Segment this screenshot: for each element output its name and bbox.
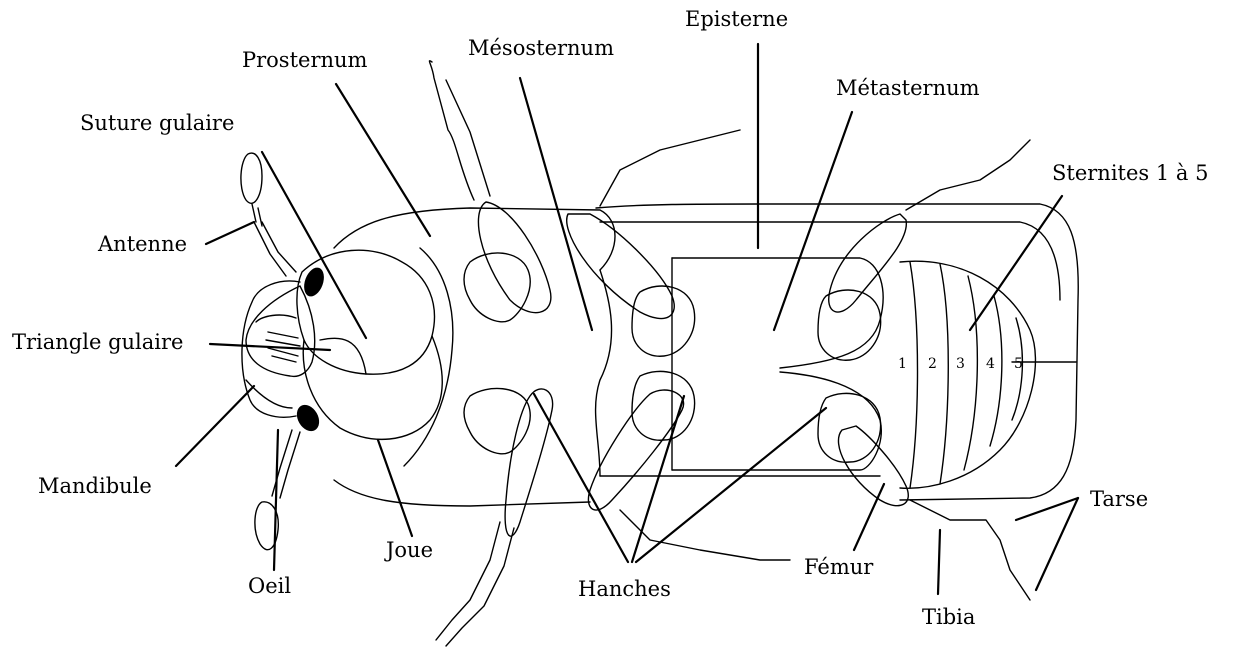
- antenna-upper: [241, 153, 296, 276]
- leader-hanches-3: [636, 408, 826, 562]
- labels: Episterne Mésosternum Prosternum Métaste…: [12, 7, 1208, 629]
- label-triangle-gulaire: Triangle gulaire: [12, 330, 183, 354]
- label-joue: Joue: [384, 538, 433, 562]
- label-oeil: Oeil: [248, 574, 291, 598]
- label-tarse: Tarse: [1090, 487, 1148, 511]
- sternite-number-5: 5: [1014, 356, 1023, 372]
- sternite-number-3: 3: [956, 356, 965, 372]
- leader-mesosternum: [520, 78, 592, 330]
- leader-femur: [854, 484, 884, 550]
- label-suture-gulaire: Suture gulaire: [80, 111, 234, 135]
- leader-mandibule: [176, 386, 254, 466]
- front-leg-upper: [429, 61, 550, 313]
- elytra-outline: [596, 204, 1078, 500]
- sternite-number-4: 4: [986, 356, 995, 372]
- leader-antenne: [206, 222, 254, 244]
- label-tibia: Tibia: [922, 605, 975, 629]
- label-hanches: Hanches: [578, 577, 671, 601]
- label-episterne: Episterne: [685, 7, 788, 31]
- leader-suture-gulaire: [262, 152, 366, 338]
- leader-oeil: [274, 430, 278, 570]
- front-leg-lower: [436, 389, 553, 646]
- label-mandibule: Mandibule: [38, 474, 152, 498]
- label-femur: Fémur: [804, 555, 874, 579]
- front-coxae: [464, 253, 530, 454]
- sternite-number-1: 1: [898, 356, 907, 372]
- leader-tibia: [938, 530, 940, 594]
- leader-joue: [378, 440, 412, 536]
- label-mesosternum: Mésosternum: [468, 36, 614, 60]
- middle-leg-lower: [588, 390, 790, 560]
- label-prosternum: Prosternum: [242, 48, 368, 72]
- sternite-number-2: 2: [928, 356, 937, 372]
- middle-coxae: [632, 286, 695, 440]
- leader-metasternum: [774, 112, 852, 330]
- leader-sternites: [970, 196, 1062, 330]
- mesosternum-plate: [596, 270, 612, 476]
- leader-hanches-2: [632, 396, 684, 562]
- middle-leg-upper: [567, 130, 740, 319]
- label-metasternum: Métasternum: [836, 76, 980, 100]
- label-antenne: Antenne: [97, 232, 187, 256]
- leader-prosternum: [336, 84, 430, 236]
- beetle-illustration: [241, 61, 1078, 646]
- hind-coxae: [818, 290, 881, 462]
- leader-lines: [176, 44, 1078, 594]
- label-sternites: Sternites 1 à 5: [1052, 161, 1208, 185]
- leader-hanches-1: [534, 394, 628, 562]
